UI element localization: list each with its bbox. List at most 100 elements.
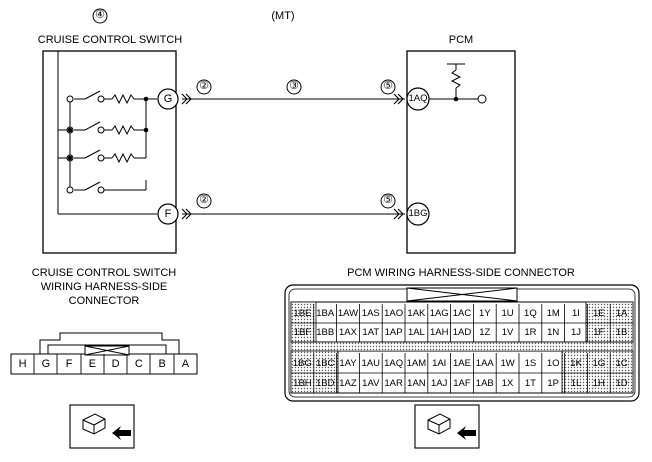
pcm-connector-pin: 1Y — [478, 308, 491, 319]
pcm-connector-pin: 1J — [570, 327, 582, 338]
transmission-label: (MT) — [271, 10, 295, 22]
pcm-connector-pin: 1AV — [362, 377, 380, 389]
pcm-connector-pin: 1AM — [406, 357, 427, 369]
pcm-junction-dot — [453, 96, 459, 102]
pcm-connector-pin: 1H — [592, 377, 605, 389]
pcm-box — [406, 50, 516, 254]
switch-contact-points — [66, 95, 105, 194]
pcm-title: PCM — [448, 34, 474, 46]
pcm-connector-keys — [290, 301, 634, 394]
pcm-connector-pin: 1C — [615, 357, 628, 369]
switch-terminal-f — [157, 203, 179, 225]
wire-callout-2-bottom: ② — [199, 194, 209, 206]
pcm-connector-pin: 1Z — [479, 327, 491, 338]
pcm-connector-pin: 1AJ — [431, 377, 448, 389]
pcm-connector-pin: 1AS — [361, 308, 380, 319]
connector-view-icon — [414, 404, 480, 449]
switch-callout-number: ④ — [95, 9, 105, 21]
pcm-connector-pin: 1BH — [293, 377, 312, 389]
switch-title: CRUISE CONTROL SWITCH — [37, 34, 183, 46]
switch-junction-dots — [67, 96, 149, 161]
pcm-connector-pin: 1D — [615, 377, 628, 389]
wire-callout-2-top: ② — [199, 80, 209, 92]
pcm-connector-pin: 1M — [546, 308, 560, 319]
pcm-connector-grid — [291, 304, 633, 394]
pcm-connector-pin: 1AC — [452, 308, 472, 319]
pcm-connector-pin: 1BA — [316, 308, 335, 319]
pcm-connector-pin: 1AQ — [384, 357, 404, 369]
pcm-internal-circuit — [428, 63, 478, 100]
pcm-output-point — [477, 94, 487, 104]
pcm-connector-pin: 1AP — [384, 327, 403, 338]
pcm-connector-pin: 1BF — [293, 327, 312, 338]
pcm-connector-pin: 1BG — [292, 357, 312, 369]
switch-connector-dividers — [33, 354, 175, 374]
switch-connector-pin: C — [134, 358, 143, 370]
pcm-terminal-1bg-label: 1BG — [408, 208, 428, 219]
switch-terminal-g-label: G — [163, 93, 173, 105]
pcm-connector-pin: 1S — [524, 357, 537, 369]
switch-connector-pin: D — [111, 358, 120, 370]
switch-connector-pin: G — [41, 358, 51, 370]
pcm-connector-pin: 1AA — [475, 357, 494, 369]
pcm-connector-pin: 1BB — [316, 327, 335, 338]
pcm-connector-pin: 1AT — [362, 327, 380, 338]
switch-connector-title-line1: CRUISE CONTROL SWITCH — [31, 267, 177, 279]
wire-harness-lines — [181, 93, 405, 220]
switch-terminal-g — [157, 88, 179, 110]
pcm-connector-pin: 1G — [592, 357, 606, 369]
pcm-connector-pin: 1X — [501, 377, 514, 389]
pcm-connector-pin: 1AH — [429, 327, 449, 338]
pcm-connector-pin: 1P — [547, 377, 559, 389]
pcm-connector-pin: 1AL — [407, 327, 425, 338]
pcm-connector-pin: 1U — [501, 308, 514, 319]
pcm-connector-pin: 1E — [592, 308, 605, 319]
wire-callout-3: ③ — [289, 80, 299, 92]
pcm-connector-pin: 1AK — [407, 308, 426, 319]
pcm-connector-title: PCM WIRING HARNESS-SIDE CONNECTOR — [347, 267, 575, 279]
pcm-connector-pin: 1BD — [315, 377, 335, 389]
pcm-connector-pin: 1AI — [432, 357, 447, 369]
pcm-connector-pin: 1AU — [361, 357, 381, 369]
pcm-connector-pin: 1I — [572, 308, 580, 319]
pcm-connector-pin: 1AO — [384, 308, 404, 319]
switch-connector-pin: H — [18, 358, 27, 370]
pcm-connector-pin: 1AD — [452, 327, 472, 338]
pcm-connector-pin: 1AX — [339, 327, 357, 338]
pcm-terminal-1aq — [406, 87, 430, 111]
pcm-connector-pin: 1AG — [429, 308, 449, 319]
wire-callout-5-bottom: ⑤ — [383, 194, 393, 206]
switch-connector-title-line2: WIRING HARNESS-SIDE — [40, 281, 168, 293]
pcm-connector-pin: 1R — [524, 327, 537, 338]
pcm-connector-pin: 1B — [615, 327, 628, 338]
pcm-connector-pin: 1W — [500, 357, 515, 369]
pcm-connector-pin: 1T — [524, 377, 536, 389]
pcm-terminal-1bg — [406, 202, 430, 226]
switch-connector-pin: A — [181, 358, 190, 370]
pcm-connector-pin: 1AZ — [339, 377, 357, 389]
pcm-connector-outline — [284, 284, 640, 402]
pcm-connector-pin: 1Q — [524, 308, 537, 319]
pcm-connector-pin: 1K — [570, 357, 582, 369]
pcm-connector-pin: 1AB — [475, 377, 494, 389]
pcm-connector-pin: 1AY — [339, 357, 357, 369]
pcm-connector-pin: 1AR — [384, 377, 403, 389]
pcm-connector-pin: 1BC — [315, 357, 335, 369]
pcm-connector-pin: 1F — [593, 327, 605, 338]
pcm-connector-pin: 1N — [547, 327, 560, 338]
pcm-connector-pin: 1AW — [337, 308, 359, 319]
connector-view-icon — [69, 404, 135, 449]
pcm-connector-pin: 1L — [570, 377, 582, 389]
switch-connector-pin: B — [158, 358, 166, 370]
switch-connector-pin: E — [88, 358, 97, 370]
pcm-connector-pin: 1O — [546, 357, 560, 369]
callout-circles — [92, 8, 396, 209]
switch-terminal-f-label: F — [164, 208, 172, 220]
pcm-connector-pin: 1A — [615, 308, 628, 319]
pcm-connector-pin: 1AE — [453, 357, 471, 369]
pcm-connector-pin: 1AN — [407, 377, 426, 389]
pcm-terminal-1aq-label: 1AQ — [408, 93, 428, 104]
pcm-connector-pin: 1V — [501, 327, 514, 338]
wire-callout-5-top: ⑤ — [383, 80, 393, 92]
